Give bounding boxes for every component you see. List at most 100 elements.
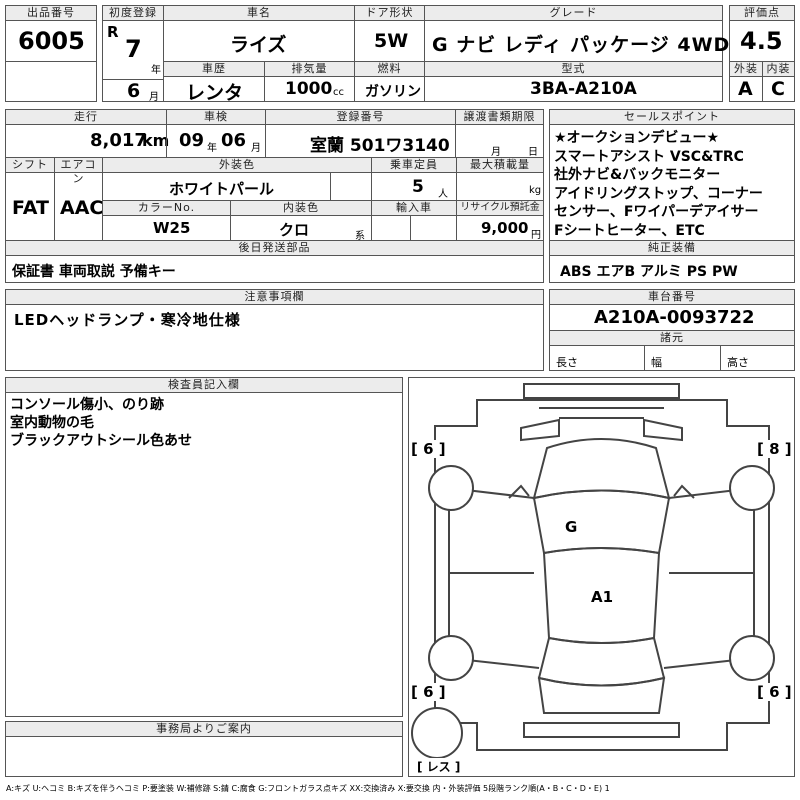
parts-label: 後日発送部品 bbox=[5, 240, 544, 256]
max-load-label: 最大積載量 bbox=[456, 157, 544, 173]
model-type: 3BA-A210A bbox=[530, 79, 637, 99]
notes-box: LEDヘッドランプ・寒冷地仕様 bbox=[5, 304, 544, 371]
aircon-box: AAC bbox=[54, 172, 103, 241]
sales-point-line: スマートアシスト VSC&TRC bbox=[554, 148, 744, 165]
tire-front-left: [ 6 ] bbox=[411, 440, 446, 458]
door-label: ドア形状 bbox=[354, 5, 425, 21]
tire-front-right: [ 8 ] bbox=[757, 440, 792, 458]
tire-rear-left: [ 6 ] bbox=[411, 683, 446, 701]
import-box-a bbox=[371, 215, 411, 241]
displacement: 1000 bbox=[285, 79, 333, 99]
sales-point-line: 社外ナビ&バックモニター bbox=[554, 167, 721, 183]
inspection-month-unit: 月 bbox=[251, 143, 261, 154]
type-label: 型式 bbox=[424, 61, 723, 77]
office-label: 事務局よりご案内 bbox=[5, 721, 403, 737]
mileage-box: 8,017 km bbox=[5, 124, 169, 158]
interior-color-box: クロ 系 bbox=[230, 215, 372, 242]
grade: G ナビ レディ パッケージ 4WD bbox=[432, 34, 731, 56]
legend: A:キズ U:ヘコミ B:キズを伴うヘコミ P:要塗装 W:補修跡 S:錆 C:… bbox=[6, 784, 610, 793]
damage-mark-roof: A1 bbox=[591, 588, 614, 606]
displacement-label: 排気量 bbox=[264, 61, 355, 77]
shift: FAT bbox=[12, 197, 49, 219]
first-reg-label: 初度登録 bbox=[102, 5, 164, 21]
import-label: 輸入車 bbox=[371, 200, 457, 216]
ext-grade-label: 外装 bbox=[729, 61, 763, 77]
color-no: W25 bbox=[153, 219, 191, 237]
import-box-b bbox=[410, 215, 457, 241]
max-load-unit: kg bbox=[529, 185, 542, 196]
chassis-box: A210A-0093722 bbox=[549, 304, 795, 331]
lot-number-box: 6005 bbox=[5, 20, 97, 62]
month-unit: 月 bbox=[149, 92, 159, 103]
color-extra-box bbox=[330, 172, 372, 201]
year-unit: 年 bbox=[151, 65, 161, 76]
sales-point-line: ★オークションデビュー★ bbox=[554, 130, 720, 146]
reg-month: 6 bbox=[127, 80, 141, 102]
era: R bbox=[107, 23, 119, 41]
recycle-fee: 9,000 bbox=[481, 219, 529, 237]
inspection-year: 09 bbox=[179, 130, 205, 151]
transfer-month-unit: 月 bbox=[491, 147, 501, 158]
type-box: 3BA-A210A bbox=[424, 76, 723, 102]
interior-color: クロ bbox=[279, 221, 310, 239]
sales-points-box: ★オークションデビュー★ スマートアシスト VSC&TRC 社外ナビ&バックモニ… bbox=[549, 124, 795, 241]
inspector-box: コンソール傷小、のり跡 室内動物の毛 ブラックアウトシール色あせ bbox=[5, 392, 403, 717]
office-box bbox=[5, 736, 403, 777]
max-load-box: kg bbox=[456, 172, 544, 201]
score: 4.5 bbox=[740, 27, 783, 55]
width-box: 幅 bbox=[644, 345, 721, 371]
transfer-deadline-label: 譲渡書類期限 bbox=[455, 109, 544, 125]
score-label: 評価点 bbox=[729, 5, 795, 21]
model-name: ライズ bbox=[230, 34, 287, 56]
length-label: 長さ bbox=[556, 356, 578, 369]
fuel-label: 燃料 bbox=[354, 61, 425, 77]
first-reg-month-box: 6 月 bbox=[102, 79, 164, 103]
lot-number: 6005 bbox=[18, 27, 85, 55]
sales-point-line: センサー、Fワイパーデアイサー bbox=[554, 204, 759, 220]
capacity-box: 5 人 bbox=[371, 172, 457, 201]
color-no-label: カラーNo. bbox=[102, 200, 231, 216]
grade-label: グレード bbox=[424, 5, 723, 21]
interior-color-label: 内装色 bbox=[230, 200, 372, 216]
recycle-box: 9,000 円 bbox=[456, 215, 544, 241]
int-grade-label: 内装 bbox=[762, 61, 795, 77]
inspection-month: 06 bbox=[221, 130, 247, 151]
inspector-line: 室内動物の毛 bbox=[10, 415, 94, 431]
fuel: ガソリン bbox=[365, 84, 421, 100]
int-grade-box: C bbox=[762, 76, 795, 102]
car-diagram-svg bbox=[411, 383, 775, 759]
registration-label: 登録番号 bbox=[265, 109, 456, 125]
length-box: 長さ bbox=[549, 345, 645, 371]
ext-grade-box: A bbox=[729, 76, 763, 102]
capacity-label: 乗車定員 bbox=[371, 157, 457, 173]
equipment-label: 純正装備 bbox=[549, 240, 795, 256]
recycle-unit: 円 bbox=[531, 230, 541, 241]
tire-rear-right: [ 6 ] bbox=[757, 683, 792, 701]
sales-point-line: Fシートヒーター、ETC bbox=[554, 222, 705, 239]
inspector-label: 検査員記入欄 bbox=[5, 377, 403, 393]
transfer-deadline-box: 月 日 bbox=[455, 124, 544, 158]
width-label: 幅 bbox=[651, 356, 662, 369]
first-reg-box: R 7 年 bbox=[102, 20, 164, 80]
parts-value: 保証書 車両取説 予備キー bbox=[12, 264, 176, 280]
grade-box: G ナビ レディ パッケージ 4WD bbox=[424, 20, 729, 62]
spare-tire: [ レス ] bbox=[417, 758, 461, 775]
lot-number-label: 出品番号 bbox=[5, 5, 97, 21]
damage-diagram: [ 6 ] [ 8 ] [ 6 ] [ 6 ] [ レス ] G A1 bbox=[408, 377, 795, 777]
interior-color-unit: 系 bbox=[355, 231, 365, 242]
equipment-box: ABS エアB アルミ PS PW bbox=[549, 255, 795, 283]
shift-box: FAT bbox=[5, 172, 55, 241]
specs-label: 諸元 bbox=[549, 330, 795, 346]
chassis-label: 車台番号 bbox=[549, 289, 795, 305]
sales-points-label: セールスポイント bbox=[549, 109, 795, 125]
damage-mark-windshield: G bbox=[565, 518, 578, 536]
model-box: ライズ bbox=[163, 20, 355, 62]
aircon-label: エアコン bbox=[54, 157, 103, 185]
history: レンタ bbox=[186, 82, 244, 104]
inspection-year-unit: 年 bbox=[207, 143, 217, 154]
capacity: 5 bbox=[412, 177, 424, 197]
shift-label: シフト bbox=[5, 157, 55, 173]
aircon: AAC bbox=[60, 197, 104, 219]
height-label: 高さ bbox=[727, 356, 749, 369]
height-box: 高さ bbox=[720, 345, 795, 371]
